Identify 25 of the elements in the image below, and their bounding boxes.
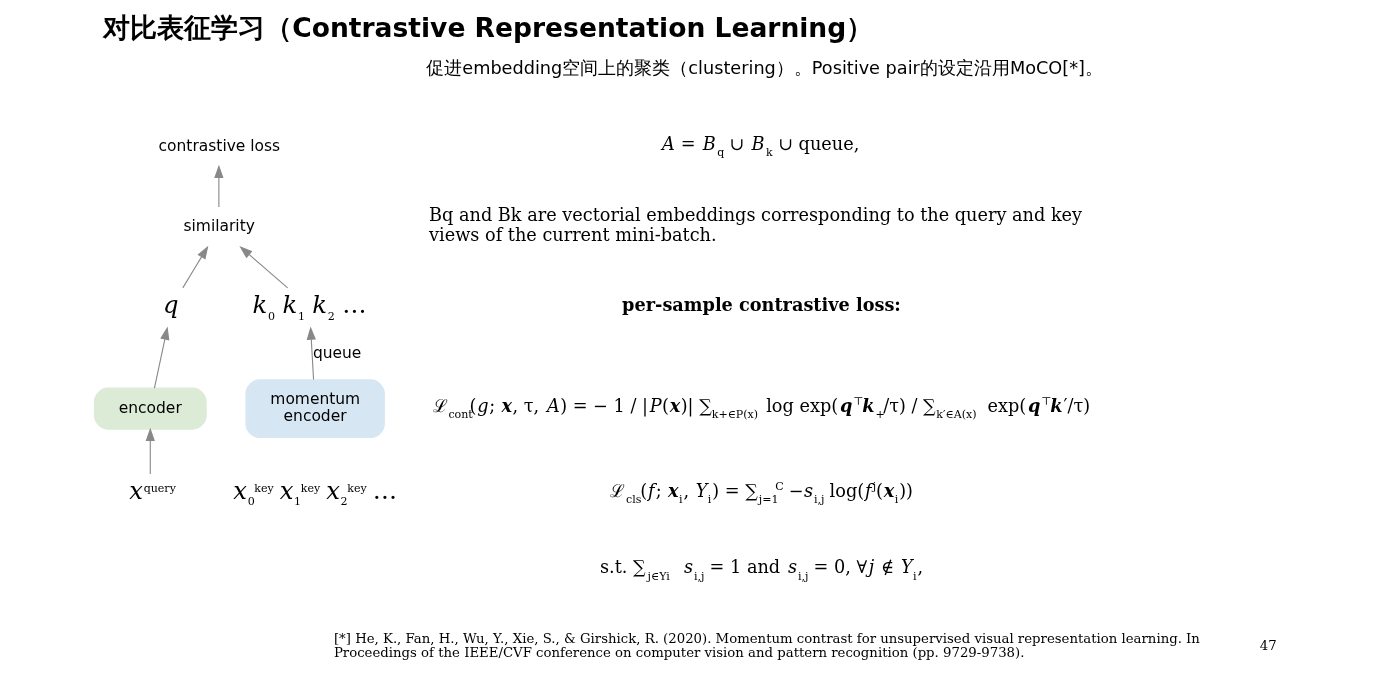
arrow [145, 427, 155, 475]
arrow [213, 164, 224, 208]
label: ℒ$_{cls}$(f; x$_{i}$, Y$_{i}$) = ∑$_{j=1}$$^{C}$ −s$_{i,j}$ log(f$^{j}$(x$_{i}$)) [609, 479, 913, 507]
node-text: x$_{0}$$^{key}$ x$_{1}$$^{key}$ x$_{2}$$^{key}$ … [232, 475, 397, 509]
label: Bq and Bk are vectorial embeddings corresponding to the query and key views of the current mini-batch. [428, 205, 1082, 246]
node-text: similarity [182, 217, 255, 236]
node-box: encoder [93, 387, 207, 430]
node-text: k$_{0}$ k$_{1}$ k$_{2}$ … [252, 290, 367, 323]
label: 47 [1259, 637, 1277, 653]
edge-label: queue [312, 343, 361, 362]
node-text: q [162, 290, 179, 320]
arrow [238, 246, 288, 289]
node-text: contrastive loss [158, 136, 280, 155]
label: s.t. ∑$_{j∈Yi}$ s$_{i,j}$ = 1 and s$_{i,j}$ = 0, ∀j ∉ Y$_{i}$, [599, 557, 923, 583]
node-text: x$^{query}$ [128, 475, 176, 505]
label: 促进embedding空间上的聚类（clustering）。Positive pair的设定沿用MoCO[*]。 [425, 58, 1103, 79]
label: A = B$_{q}$ ∪ B$_{k}$ ∪ queue, [661, 133, 859, 160]
arrow [181, 245, 208, 289]
arrow [153, 326, 169, 389]
node-box: momentum encoder [244, 379, 385, 438]
arrow [306, 326, 316, 381]
label: ℒ$_{cont}$(g; x, τ, A) = − 1 / |P(x)| ∑$_{k+∈P(x)}$ log exp(q$^{⊤}$k$_{+}$/τ) / ∑$_{k′∈A(x)}$ exp(q$^{⊤}$k′/τ) [432, 394, 1090, 422]
label: per-sample contrastive loss: [621, 294, 901, 316]
label: [*] He, K., Fan, H., Wu, Y., Xie, S., & Girshick, R. (2020). Momentum contrast for unsupervised visual representation learning. In Proceedings of the IEEE/CVF conference on computer vision and pattern recognition (pp. 9729-9738). [333, 630, 1200, 661]
diagram-title: 对比表征学习（Contrastive Representation Learning） [102, 12, 873, 44]
